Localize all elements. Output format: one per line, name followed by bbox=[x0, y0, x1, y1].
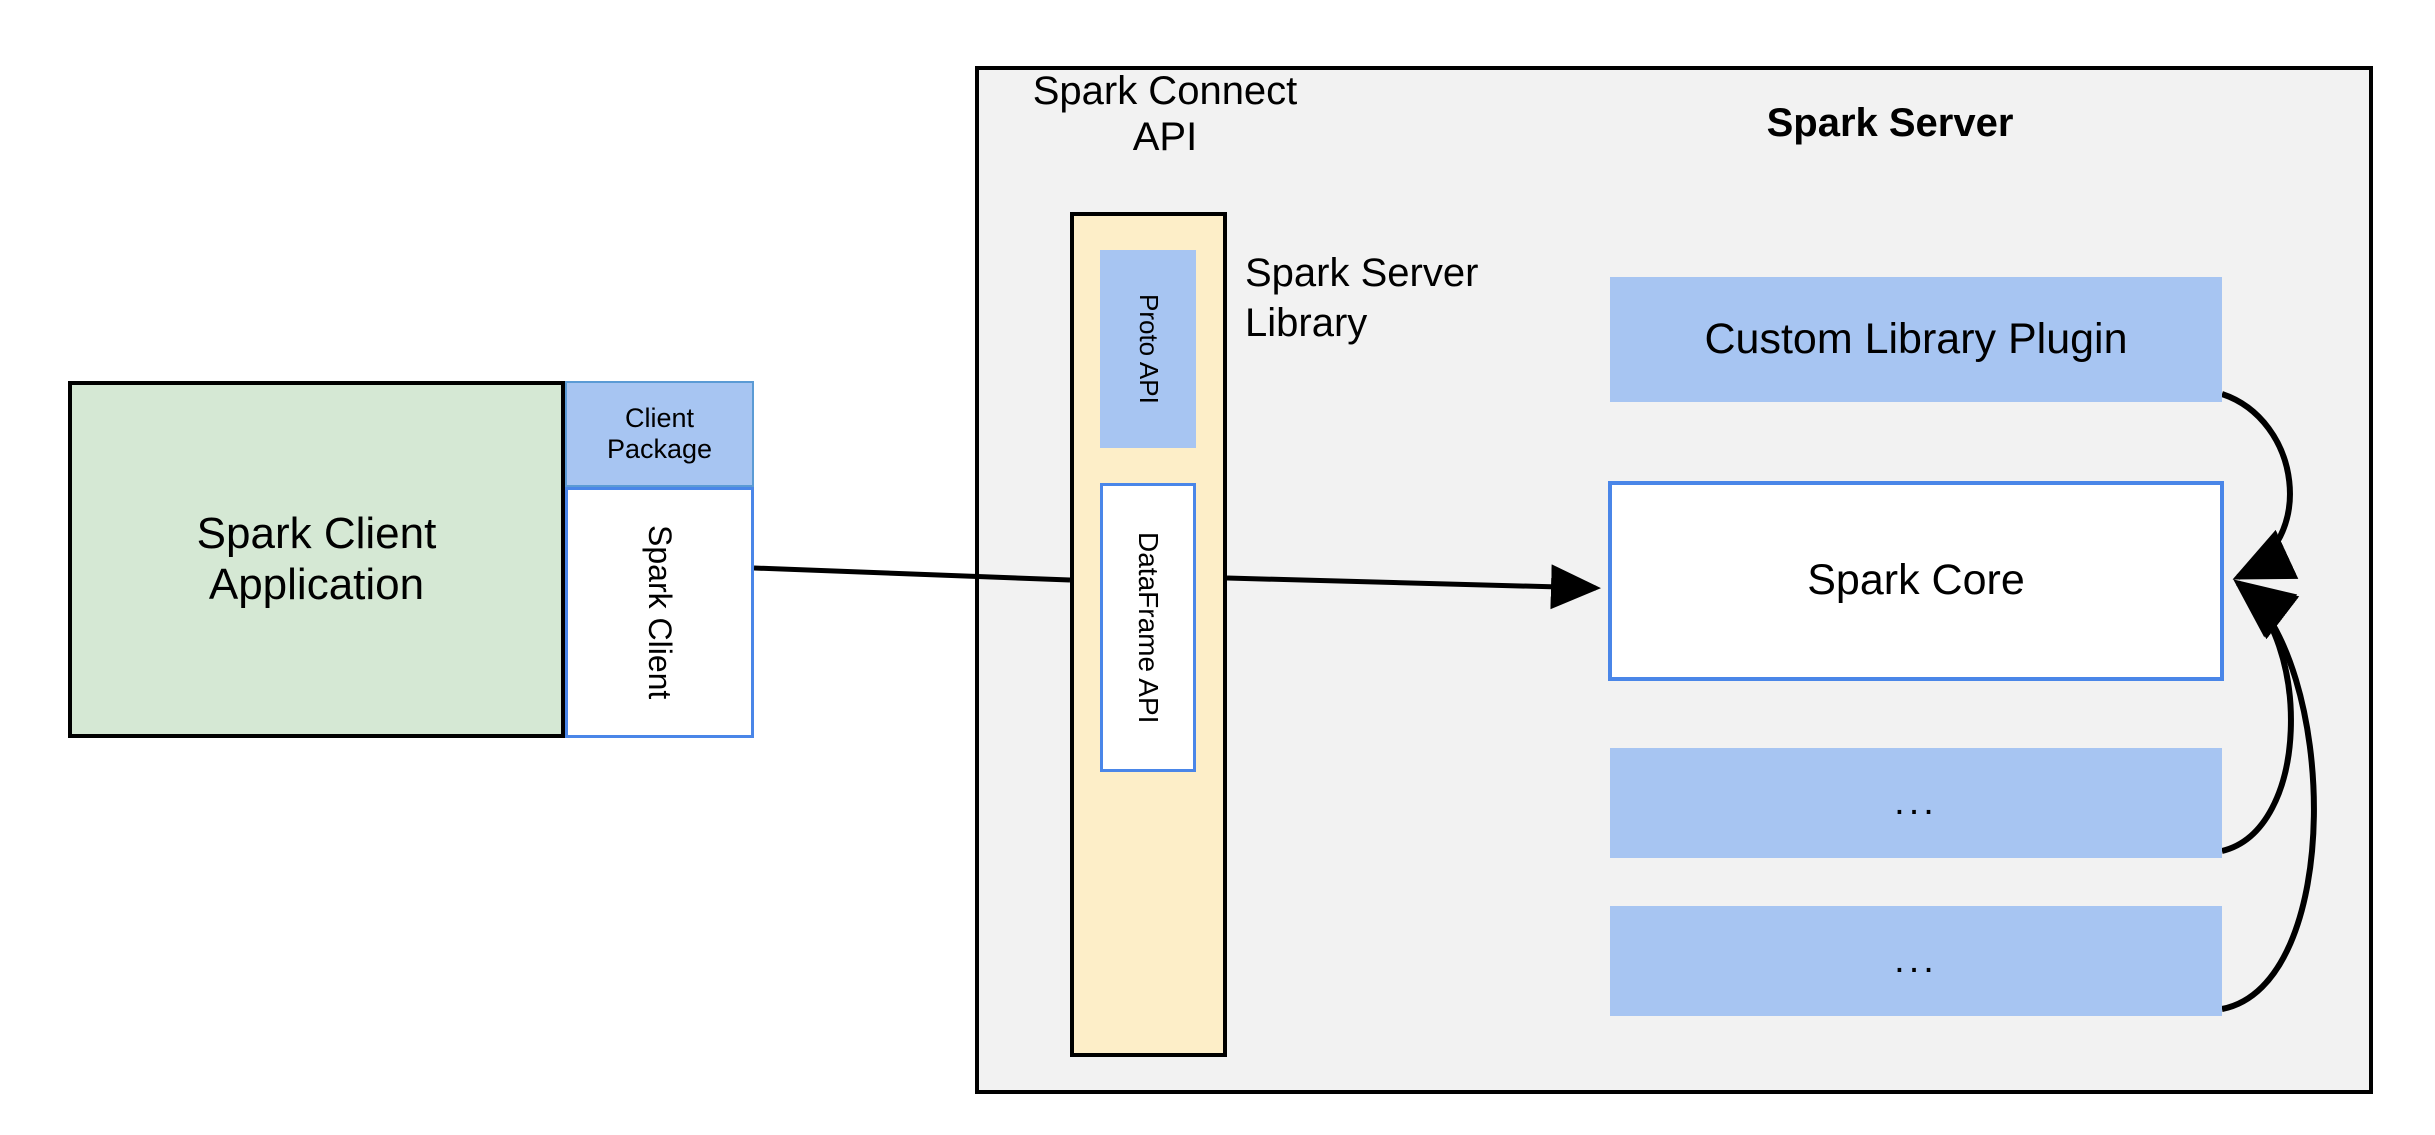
spark-connect-api-column[interactable] bbox=[1070, 212, 1227, 1057]
spark-connect-api-label: Spark Connect API bbox=[1020, 68, 1310, 159]
spark-core-box[interactable]: Spark Core bbox=[1608, 481, 2224, 681]
spark-connect-api-text: Spark Connect API bbox=[1032, 69, 1298, 159]
server-component-ellipsis-2-label: ... bbox=[1894, 939, 1938, 982]
spark-client-label: Spark Client bbox=[641, 525, 678, 700]
proto-api-label: Proto API bbox=[1133, 294, 1164, 404]
spark-server-library-text: Spark Server Library bbox=[1245, 251, 1479, 345]
spark-client-box[interactable]: Spark Client bbox=[565, 487, 754, 738]
spark-server-library-label: Spark Server Library bbox=[1245, 248, 1545, 348]
proto-api-box[interactable]: Proto API bbox=[1100, 250, 1196, 448]
client-package-box[interactable]: Client Package bbox=[565, 381, 754, 487]
spark-client-application-box[interactable]: Spark Client Application bbox=[68, 381, 565, 738]
custom-library-plugin-label: Custom Library Plugin bbox=[1704, 314, 2128, 363]
client-package-label: Client Package bbox=[606, 402, 713, 464]
dataframe-api-box[interactable]: DataFrame API bbox=[1100, 483, 1196, 772]
spark-client-application-label: Spark Client Application bbox=[196, 508, 437, 609]
dataframe-api-label: DataFrame API bbox=[1133, 531, 1165, 724]
server-component-ellipsis-2-box[interactable]: ... bbox=[1610, 906, 2222, 1016]
spark-core-label: Spark Core bbox=[1807, 556, 2025, 605]
spark-server-title: Spark Server bbox=[1766, 101, 2014, 145]
server-component-ellipsis-1-box[interactable]: ... bbox=[1610, 748, 2222, 858]
server-component-ellipsis-1-label: ... bbox=[1894, 781, 1938, 824]
custom-library-plugin-box[interactable]: Custom Library Plugin bbox=[1610, 277, 2222, 402]
